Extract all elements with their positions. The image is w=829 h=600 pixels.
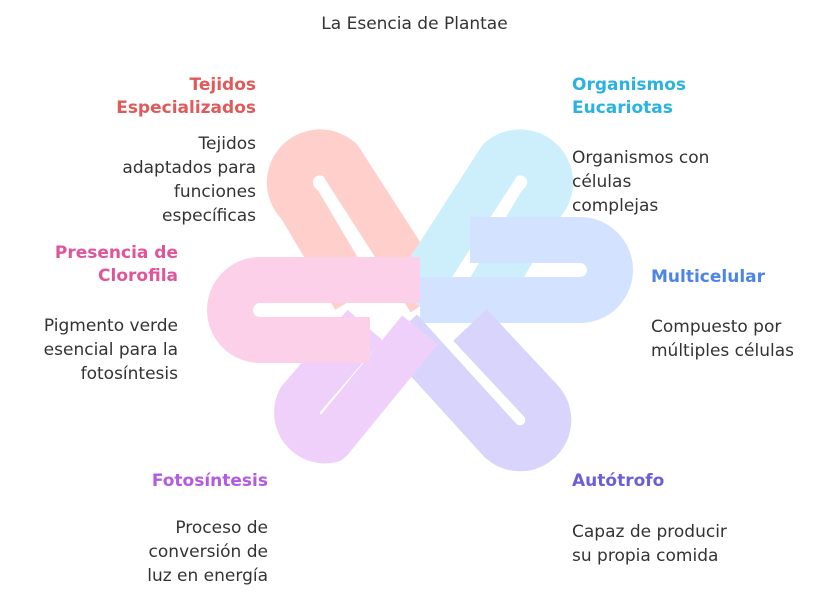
loop-tejidos: [266, 129, 450, 313]
loop-fotosintesis: [274, 309, 438, 464]
diagram-title: La Esencia de Plantae: [321, 14, 508, 34]
loop-eucariotas: [390, 129, 574, 313]
item-heading: Multicelular: [651, 267, 766, 287]
item-heading: Autótrofo: [572, 471, 665, 491]
loop-multicelular: [420, 217, 633, 323]
loop-autotrofo: [382, 309, 572, 472]
item-heading: Fotosíntesis: [151, 471, 268, 491]
loop-clorofila: [207, 257, 420, 363]
